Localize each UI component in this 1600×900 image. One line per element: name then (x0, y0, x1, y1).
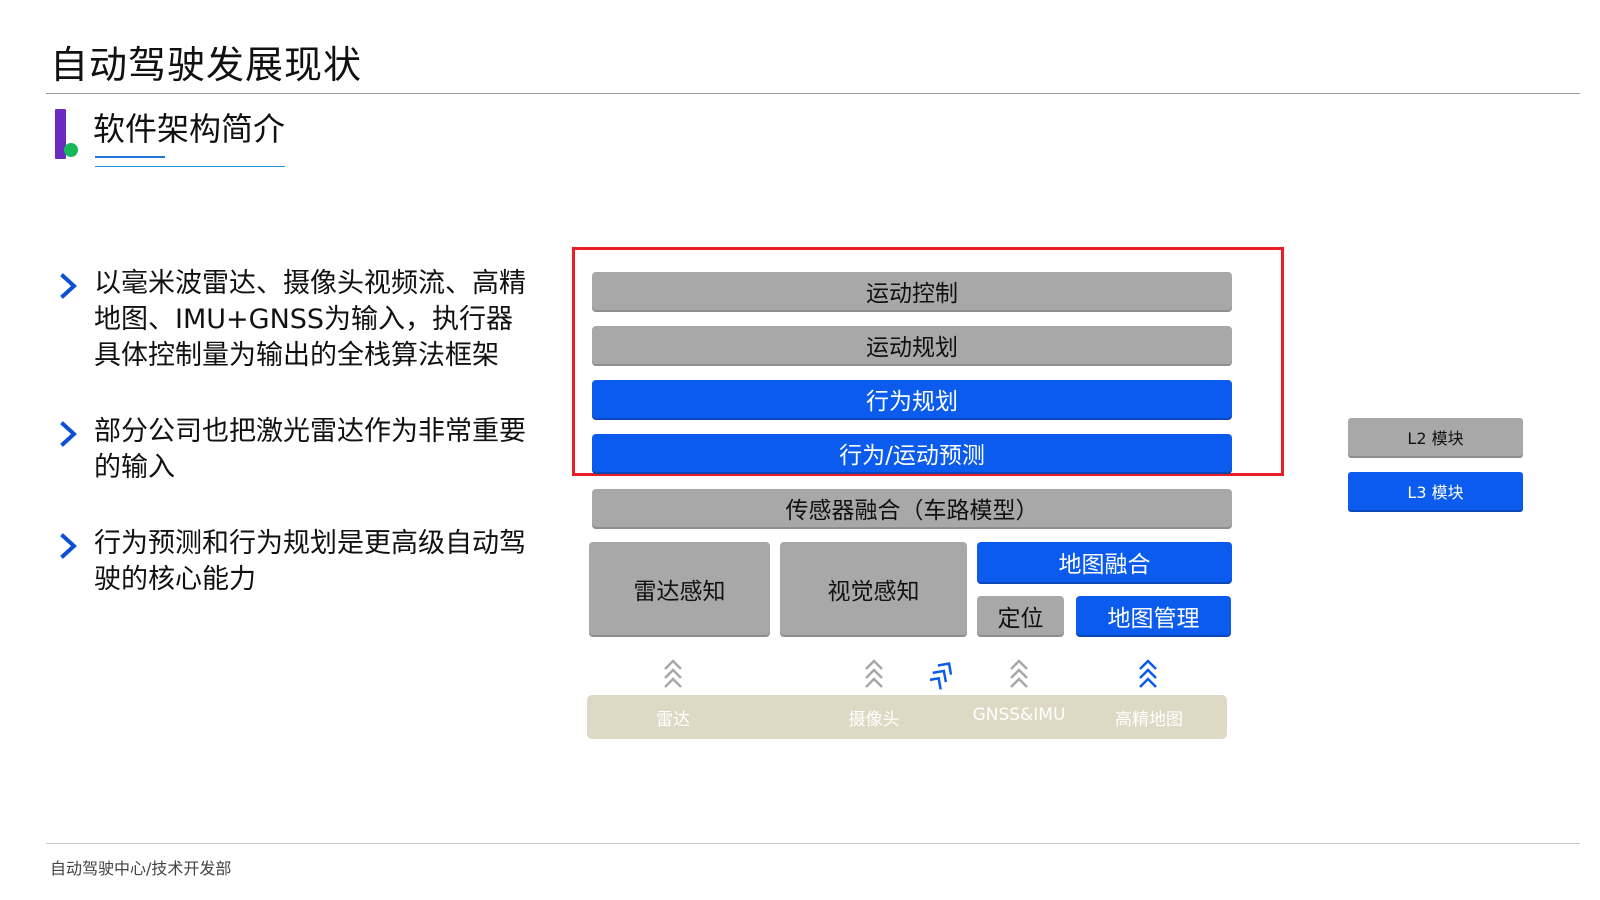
behavior-prediction-block: 行为/运动预测 (592, 434, 1232, 472)
bullet-text: 行为预测和行为规划是更高级自动驾驶的核心能力 (94, 528, 526, 595)
sensor-source-strip (587, 695, 1227, 739)
vision-perception-block: 视觉感知 (780, 542, 967, 635)
bullet-text: 部分公司也把激光雷达作为非常重要的输入 (94, 416, 526, 483)
source-radar-label: 雷达 (656, 710, 690, 730)
localization-block: 定位 (977, 596, 1064, 635)
section-subtitle: 软件架构简介 (93, 110, 286, 148)
radar-perception-block: 雷达感知 (589, 542, 770, 635)
motion-control-block: 运动控制 (592, 272, 1232, 310)
source-camera-label: 摄像头 (848, 710, 900, 730)
subtitle-accent-bar (55, 109, 66, 159)
subtitle-underline-long (95, 166, 285, 167)
up-chevrons-icon (1139, 659, 1157, 688)
chevron-right-icon (60, 421, 77, 447)
chevron-right-icon (60, 533, 77, 559)
map-fusion-block: 地图融合 (977, 542, 1232, 582)
up-chevrons-icon (664, 659, 682, 688)
diagonal-chevrons-icon (930, 662, 952, 690)
bullet-text: 以毫米波雷达、摄像头视频流、高精地图、IMU+GNSS为输入，执行器具体控制量为… (94, 268, 526, 371)
chevron-right-icon (60, 273, 77, 299)
subtitle-underline-short (95, 156, 165, 158)
page-title: 自动驾驶发展现状 (50, 43, 363, 87)
source-hd-map-label: 高精地图 (1115, 710, 1183, 730)
motion-planning-block: 运动规划 (592, 326, 1232, 364)
source-gnss-imu-label: GNSS&IMU (972, 705, 1066, 725)
legend-l3-module: L3 模块 (1348, 472, 1523, 510)
bullet-list: 以毫米波雷达、摄像头视频流、高精地图、IMU+GNSS为输入，执行器具体控制量为… (58, 266, 528, 638)
bullet-item: 部分公司也把激光雷达作为非常重要的输入 (58, 414, 528, 486)
bullet-item: 以毫米波雷达、摄像头视频流、高精地图、IMU+GNSS为输入，执行器具体控制量为… (58, 266, 528, 374)
up-chevrons-icon (1010, 659, 1028, 688)
map-management-block: 地图管理 (1076, 596, 1231, 635)
subtitle-accent-dot (64, 143, 78, 157)
sensor-fusion-block: 传感器融合（车路模型） (592, 489, 1232, 527)
behavior-planning-block: 行为规划 (592, 380, 1232, 418)
footer-divider (46, 843, 1580, 844)
legend-l2-module: L2 模块 (1348, 418, 1523, 456)
header-divider (46, 93, 1580, 94)
footer-text: 自动驾驶中心/技术开发部 (50, 859, 232, 878)
bullet-item: 行为预测和行为规划是更高级自动驾驶的核心能力 (58, 526, 528, 598)
highlight-frame (572, 247, 1284, 476)
up-chevrons-icon (865, 659, 883, 688)
